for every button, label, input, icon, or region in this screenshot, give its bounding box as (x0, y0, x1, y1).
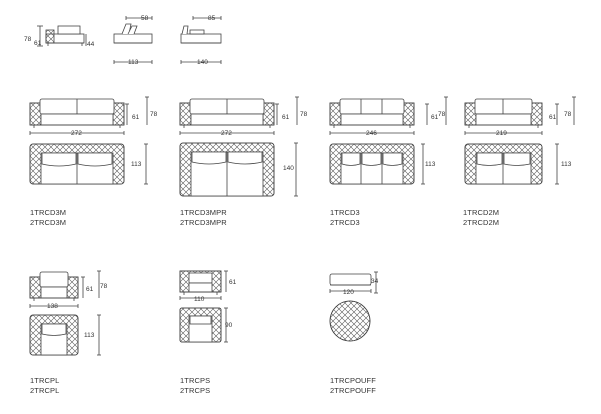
model-4-width: 219 (496, 130, 507, 137)
model-4-plan-view (464, 143, 559, 185)
model-6-code-1: 1TRCPS (180, 376, 211, 385)
model-2-total-height: 78 (300, 111, 308, 118)
model-7-plan-view (329, 300, 371, 342)
model-1-front-view (29, 96, 149, 135)
model-2-codes: 1TRCD3MPR 2TRCD3MPR (180, 208, 227, 228)
model-5-plan-view (29, 314, 101, 356)
model-3-codes: 1TRCD3 2TRCD3 (330, 208, 360, 228)
model-4-code-2: 2TRCD2M (463, 218, 500, 227)
model-2-width: 272 (221, 130, 232, 137)
model-3-code-1: 1TRCD3 (330, 208, 360, 217)
model-3-code-2: 2TRCD3 (330, 218, 360, 227)
model-2-code-2: 2TRCD3MPR (180, 218, 227, 227)
model-6-plan-view (179, 307, 228, 343)
model-1-code-1: 1TRCD3M (30, 208, 67, 217)
model-7-height: 34 (371, 278, 379, 285)
dim-depth-a-bottom: 113 (128, 59, 139, 66)
model-5-codes: 1TRCPL 2TRCPL (30, 376, 59, 396)
dim-depth-b-top: 85 (208, 15, 216, 22)
model-2-plan-view (179, 142, 298, 197)
model-3-plan-view (329, 143, 425, 185)
model-4-codes: 1TRCD2M 2TRCD2M (463, 208, 499, 228)
model-6-width: 110 (194, 296, 205, 303)
model-3-depth: 113 (425, 161, 436, 168)
model-1-plan-view (29, 143, 148, 185)
side-view-2 (113, 16, 153, 64)
model-7-width: 120 (343, 289, 354, 296)
model-4-depth: 113 (561, 161, 572, 168)
model-5-total-height: 78 (100, 283, 108, 290)
model-4-front-view (464, 96, 576, 135)
model-2-depth: 140 (283, 165, 294, 172)
model-3-total-height: 78 (438, 111, 446, 118)
model-5-front-view (29, 270, 101, 308)
dim-side-overall-height: 78 (24, 36, 32, 43)
model-2-seat-height: 61 (282, 114, 290, 121)
model-5-depth: 113 (84, 332, 95, 339)
model-6-codes: 1TRCPS 2TRCPS (180, 376, 210, 396)
dim-side-arm-height: 44 (87, 41, 95, 48)
model-1-width: 272 (71, 130, 82, 137)
model-4-code-1: 1TRCD2M (463, 208, 500, 217)
dim-depth-b-bottom: 140 (197, 59, 208, 66)
dim-depth-a-top: 58 (141, 15, 149, 22)
model-5-seat-height: 61 (86, 286, 94, 293)
model-7-code-2: 2TRCPOUFF (330, 386, 376, 395)
model-1-depth: 113 (131, 161, 142, 168)
model-7-front-view (329, 271, 378, 294)
model-5-width: 138 (47, 303, 58, 310)
model-3-width: 246 (366, 130, 377, 137)
model-3-seat-height: 61 (431, 114, 439, 121)
model-4-total-height: 78 (564, 111, 572, 118)
dim-side-seat-height: 61 (34, 40, 42, 47)
model-6-front-view (179, 270, 228, 300)
model-4-seat-height: 61 (549, 114, 557, 121)
model-6-depth: 90 (225, 322, 233, 329)
model-6-code-2: 2TRCPS (180, 386, 211, 395)
model-5-code-2: 2TRCPL (30, 386, 60, 395)
model-1-code-2: 2TRCD3M (30, 218, 67, 227)
model-1-codes: 1TRCD3M 2TRCD3M (30, 208, 66, 228)
model-7-codes: 1TRCPOUFF 2TRCPOUFF (330, 376, 376, 396)
model-7-code-1: 1TRCPOUFF (330, 376, 376, 385)
model-1-seat-height: 61 (132, 114, 140, 121)
model-2-front-view (179, 96, 299, 135)
model-3-front-view (329, 96, 448, 135)
model-5-code-1: 1TRCPL (30, 376, 60, 385)
model-6-seat-height: 61 (229, 279, 237, 286)
model-2-code-1: 1TRCD3MPR (180, 208, 227, 217)
model-1-total-height: 78 (150, 111, 158, 118)
side-view-3 (180, 16, 222, 64)
side-view-1 (37, 25, 87, 47)
